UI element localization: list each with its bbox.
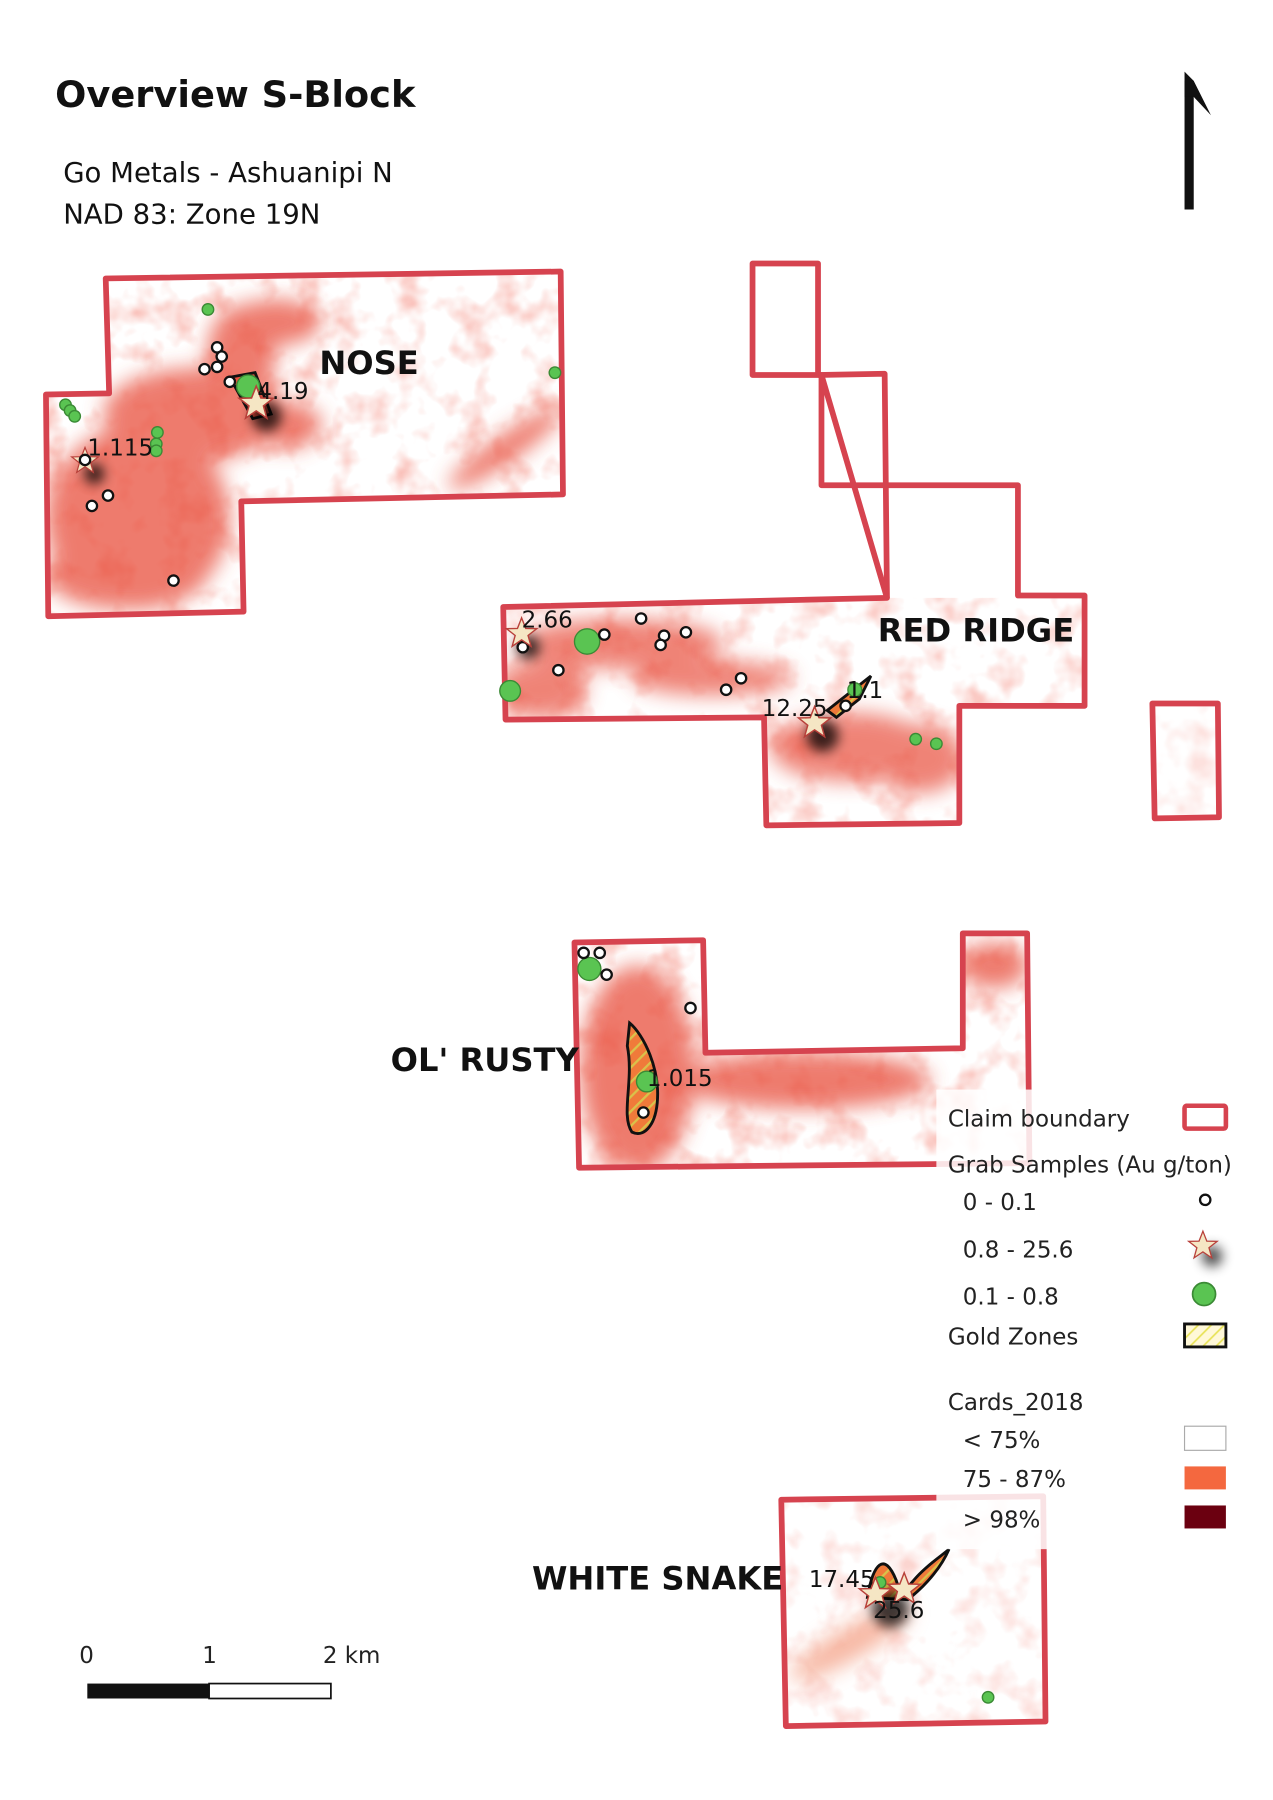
sample-label: 25.6 [873, 1598, 924, 1624]
area-label-ol-rusty: OL' RUSTY [391, 1041, 580, 1079]
legend-cards-low-label: < 75% [963, 1428, 1041, 1454]
samples-white [85, 341, 852, 1119]
sample-white-on-star [78, 453, 92, 467]
claim-boundaries [43, 260, 1222, 1729]
sample-label: 1.015 [647, 1066, 713, 1092]
claim-small-east [1149, 700, 1222, 822]
claim-red-ridge [500, 372, 1088, 829]
claim-north-strip [817, 370, 890, 598]
legend-green-circle-icon [1191, 1281, 1217, 1307]
gold-zone-white-snake [865, 1548, 951, 1602]
map-title: Overview S-Block [55, 73, 417, 116]
sample-value-labels: 4.19 1.115 2.66 12.25 1.1 1.015 17.45 25… [87, 379, 924, 1624]
scale-tick-0: 0 [79, 1643, 94, 1669]
area-label-red-ridge: RED RIDGE [878, 611, 1074, 649]
legend-white-circle-icon [1198, 1193, 1212, 1207]
legend-cards-high-label: > 98% [963, 1507, 1041, 1533]
scale-tick-2: 2 km [323, 1643, 381, 1669]
sample-label: 12.25 [762, 696, 828, 722]
legend-cards-title: Cards_2018 [948, 1390, 1084, 1416]
area-label-nose: NOSE [319, 344, 418, 382]
scale-tick-1: 1 [202, 1643, 217, 1669]
legend-range-high-label: 0.8 - 25.6 [963, 1237, 1074, 1263]
north-arrow-icon [1184, 71, 1211, 210]
legend-grab-samples-title: Grab Samples (Au g/ton) [948, 1152, 1232, 1178]
legend-gold-zones-swatch [1183, 1322, 1228, 1349]
legend-gold-zones-label: Gold Zones [948, 1325, 1079, 1351]
claim-ol-rusty [571, 930, 1033, 1171]
sample-label: 17.45 [809, 1567, 875, 1593]
area-label-white-snake: WHITE SNAKE [532, 1559, 783, 1597]
cards-heatmap-nose [45, 271, 563, 617]
map-subtitle-project: Go Metals - Ashuanipi N [63, 156, 393, 189]
legend-claim-boundary-swatch [1182, 1103, 1229, 1131]
sample-label: 1.115 [87, 435, 153, 461]
legend-range-low-label: 0 - 0.1 [963, 1190, 1037, 1216]
legend-cards-low-swatch [1183, 1425, 1227, 1451]
legend: Claim boundary Grab Samples (Au g/ton) 0… [936, 1089, 1247, 1550]
legend-cards-mid-swatch [1184, 1466, 1226, 1490]
samples-green [59, 303, 995, 1704]
legend-claim-boundary-label: Claim boundary [948, 1106, 1130, 1132]
legend-cards-high-swatch [1184, 1505, 1226, 1529]
cards-heatmap-small [1152, 703, 1220, 819]
map-subtitle-projection: NAD 83: Zone 19N [63, 197, 320, 230]
sample-label: 1.1 [847, 678, 884, 704]
legend-range-mid-label: 0.1 - 0.8 [963, 1284, 1059, 1310]
legend-cards-mid-label: 75 - 87% [963, 1467, 1066, 1493]
claim-north-square [749, 260, 821, 378]
sample-label: 4.19 [257, 379, 308, 405]
claim-nose [43, 268, 566, 620]
sample-label: 2.66 [522, 608, 573, 634]
scale-bar: 0 1 2 km [79, 1643, 381, 1700]
